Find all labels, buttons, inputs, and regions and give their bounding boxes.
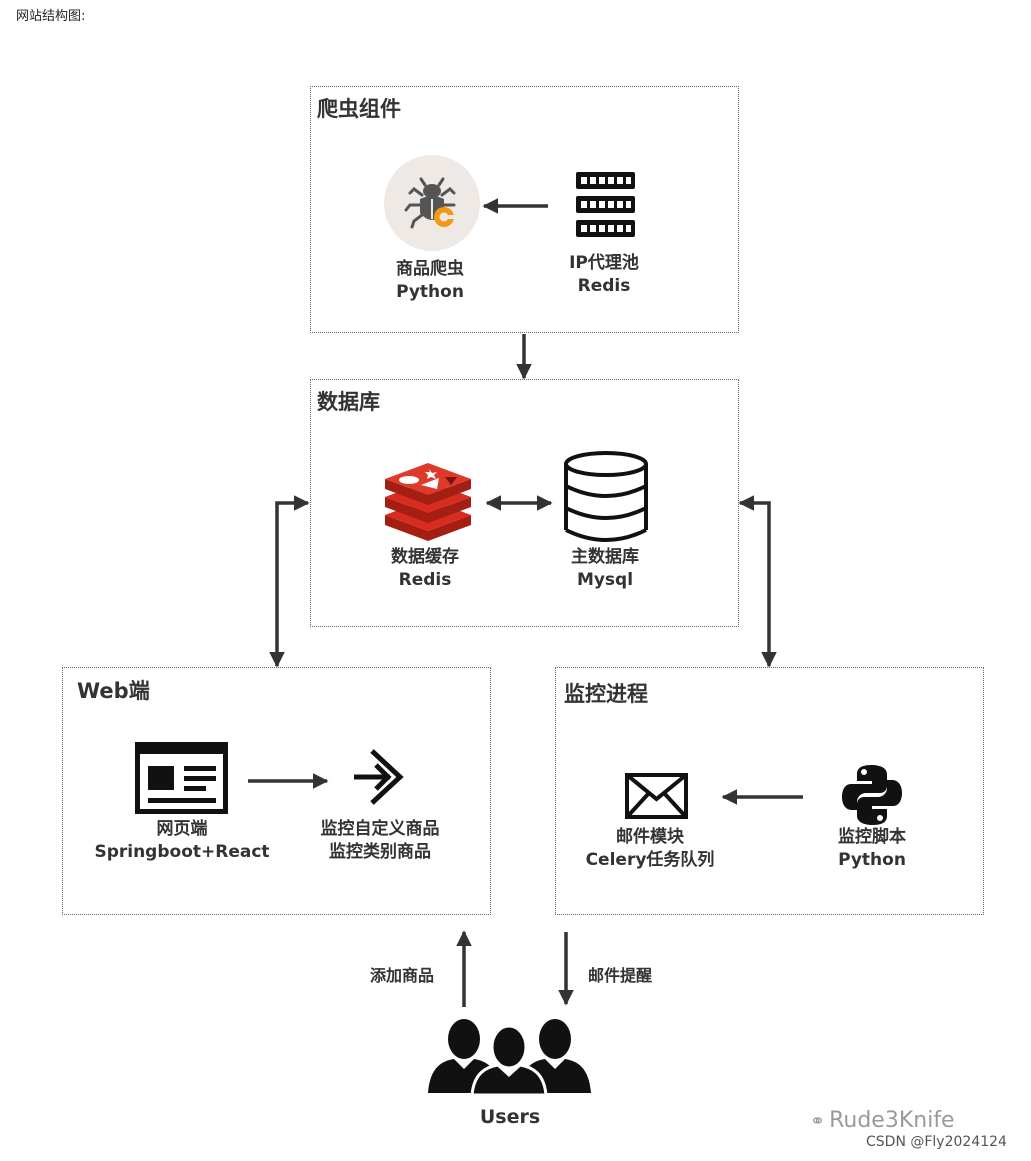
script-label-line1: 监控脚本 (838, 827, 906, 847)
cache-label: 数据缓存 Redis (355, 546, 495, 592)
monitor-group-title: 监控进程 (564, 682, 648, 706)
mail-label-line1: 邮件模块 (616, 827, 684, 847)
watermark-brand: ⚭Rude3Knife (810, 1108, 955, 1133)
web-group-title: Web端 (77, 679, 150, 703)
mysql-label-line1: 主数据库 (571, 547, 639, 567)
spider-label-line1: 商品爬虫 (396, 259, 464, 279)
spider-label-line2: Python (396, 282, 464, 302)
server-stack-icon (576, 172, 635, 237)
monitor-goods-label-line1: 监控自定义商品 (320, 819, 440, 839)
mail-label: 邮件模块 Celery任务队列 (570, 826, 730, 872)
script-label-line2: Python (838, 850, 906, 870)
redis-logo-icon (385, 463, 471, 541)
proxy-label: IP代理池 Redis (534, 252, 674, 298)
cache-label-line2: Redis (398, 570, 452, 590)
monitor-goods-label: 监控自定义商品 监控类别商品 (300, 818, 460, 864)
webpage-label-line2: Springboot+React (94, 842, 270, 862)
mysql-label-line2: Mysql (576, 570, 634, 590)
users-label: Users (479, 1106, 541, 1128)
crawler-group-title: 爬虫组件 (317, 97, 401, 121)
users-icon (428, 1019, 591, 1095)
mail-label-line2: Celery任务队列 (585, 850, 715, 870)
mysql-label: 主数据库 Mysql (535, 546, 675, 592)
webpage-label-line1: 网页端 (156, 819, 208, 839)
arrow-database-monitor (738, 495, 777, 668)
python-logo-icon (842, 765, 902, 825)
database-icon (564, 451, 648, 542)
watermark-brand-text: Rude3Knife (829, 1108, 955, 1133)
proxy-label-line1: IP代理池 (569, 253, 639, 273)
sign-in-icon (354, 749, 404, 805)
webpage-label: 网页端 Springboot+React (82, 818, 282, 864)
mail-reminder-label: 邮件提醒 (588, 966, 653, 985)
mail-icon (625, 773, 688, 819)
spider-label: 商品爬虫 Python (360, 258, 500, 304)
arrow-database-web (269, 495, 310, 668)
watermark-credit: CSDN @Fly2024124 (866, 1134, 1007, 1150)
wechat-icon: ⚭ (810, 1111, 826, 1132)
caption: 网站结构图: (16, 9, 86, 24)
cache-label-line1: 数据缓存 (391, 547, 459, 567)
webpage-icon (135, 742, 228, 814)
monitor-goods-label-line2: 监控类别商品 (329, 842, 431, 862)
crawler-group (310, 86, 739, 333)
proxy-label-line2: Redis (577, 276, 631, 296)
script-label: 监控脚本 Python (802, 826, 942, 872)
database-group-title: 数据库 (317, 390, 380, 414)
spider-icon (384, 155, 480, 251)
add-goods-label: 添加商品 (370, 966, 435, 985)
